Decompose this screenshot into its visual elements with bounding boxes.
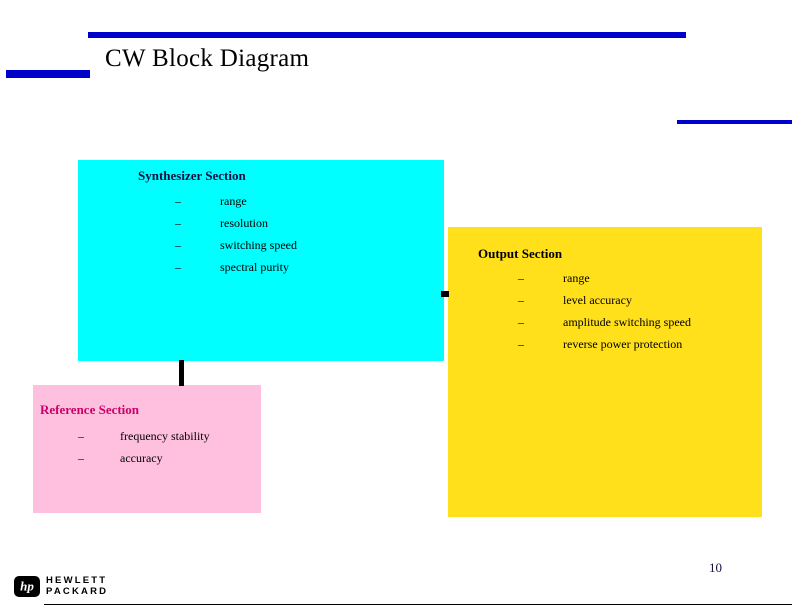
title-rule-top	[88, 32, 686, 38]
hp-logo: HEWLETT PACKARD	[14, 575, 108, 597]
bullet-list-synthesizer: – range – resolution – switching speed –…	[175, 194, 297, 282]
bullet-list-reference: – frequency stability – accuracy	[78, 429, 210, 473]
dash-marker-icon: –	[518, 315, 524, 329]
list-item-label: frequency stability	[120, 429, 210, 443]
list-item: – frequency stability	[78, 429, 210, 451]
block-output-section: Output Section – range – level accuracy …	[448, 227, 762, 517]
list-item: – level accuracy	[518, 293, 691, 315]
title-rule-right	[677, 120, 792, 124]
list-item-label: accuracy	[120, 451, 163, 465]
connector-synthesizer-reference	[179, 360, 184, 386]
block-synthesizer-section: Synthesizer Section – range – resolution…	[78, 160, 444, 361]
hp-wordmark-line2: PACKARD	[46, 586, 109, 597]
hp-badge-icon	[14, 575, 40, 597]
list-item-label: range	[220, 194, 247, 208]
list-item: – amplitude switching speed	[518, 315, 691, 337]
block-title-output: Output Section	[478, 246, 563, 261]
block-title-synthesizer: Synthesizer Section	[138, 168, 246, 183]
list-item: – range	[175, 194, 297, 216]
connector-synthesizer-output	[441, 291, 449, 297]
list-item: – range	[518, 271, 691, 293]
dash-marker-icon: –	[518, 293, 524, 307]
list-item: – resolution	[175, 216, 297, 238]
list-item: – spectral purity	[175, 260, 297, 282]
block-title-reference: Reference Section	[40, 402, 140, 417]
dash-marker-icon: –	[175, 194, 181, 208]
list-item-label: reverse power protection	[563, 337, 683, 351]
list-item-label: resolution	[220, 216, 268, 230]
dash-marker-icon: –	[175, 260, 181, 274]
dash-marker-icon: –	[78, 451, 84, 465]
list-item-label: range	[563, 271, 590, 285]
list-item-label: level accuracy	[563, 293, 632, 307]
hp-wordmark-line1: HEWLETT	[46, 575, 108, 586]
footer-divider	[44, 604, 792, 605]
hp-wordmark: HEWLETT PACKARD	[46, 575, 108, 597]
list-item: – switching speed	[175, 238, 297, 260]
dash-marker-icon: –	[78, 429, 84, 443]
page-title: CW Block Diagram	[105, 45, 310, 72]
dash-marker-icon: –	[175, 216, 181, 230]
list-item-label: spectral purity	[220, 260, 289, 274]
list-item-label: amplitude switching speed	[563, 315, 691, 329]
list-item: – reverse power protection	[518, 337, 691, 359]
dash-marker-icon: –	[518, 337, 524, 351]
list-item: – accuracy	[78, 451, 210, 473]
dash-marker-icon: –	[518, 271, 524, 285]
list-item-label: switching speed	[220, 238, 297, 252]
dash-marker-icon: –	[175, 238, 181, 252]
bullet-list-output: – range – level accuracy – amplitude swi…	[518, 271, 691, 359]
page-number: 10	[709, 560, 722, 575]
title-rule-left	[6, 70, 90, 78]
block-reference-section: Reference Section – frequency stability …	[33, 385, 261, 513]
